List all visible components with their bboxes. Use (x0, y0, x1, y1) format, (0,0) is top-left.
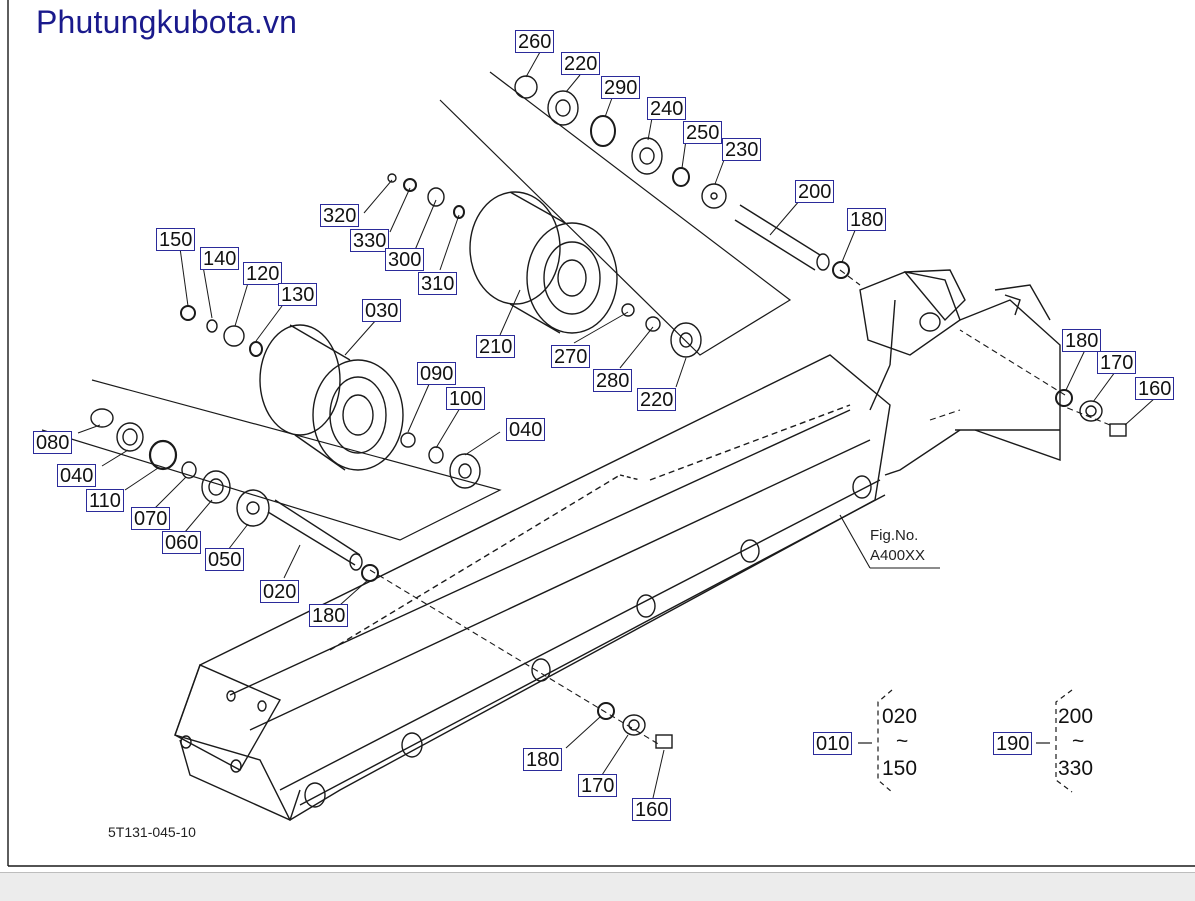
callout-160-bottom[interactable]: 160 (632, 798, 672, 821)
callout-120[interactable]: 120 (243, 262, 283, 285)
track-frame-beam (174, 354, 891, 821)
range-brackets (858, 689, 1073, 793)
callout-300[interactable]: 300 (385, 248, 425, 271)
callout-010[interactable]: 010 (813, 732, 853, 755)
exploded-parts-drawing (7, 0, 1195, 867)
callout-160-right[interactable]: 160 (1135, 377, 1175, 400)
range-190-tilde: ~ (1072, 730, 1085, 753)
callout-330[interactable]: 330 (350, 229, 390, 252)
bottom-hardware (597, 389, 1127, 749)
site-watermark: Phutungkubota.vn (36, 4, 298, 40)
rear-bracket (859, 269, 1061, 476)
callout-180-bottom[interactable]: 180 (523, 748, 563, 771)
callout-140[interactable]: 140 (200, 247, 240, 270)
callout-230[interactable]: 230 (722, 138, 762, 161)
callout-190[interactable]: 190 (993, 732, 1033, 755)
range-010-to: 150 (882, 757, 918, 780)
callout-260[interactable]: 260 (515, 30, 555, 53)
range-010-from: 020 (882, 705, 918, 728)
callout-170-right[interactable]: 170 (1097, 351, 1137, 374)
fig-no-value: A400XX (870, 547, 926, 564)
callout-020[interactable]: 020 (260, 580, 300, 603)
callout-180-right[interactable]: 180 (1062, 329, 1102, 352)
upper-roller-parts (387, 75, 850, 358)
callout-200[interactable]: 200 (795, 180, 835, 203)
figure-code: 5T131-045-10 (108, 824, 196, 840)
lower-roller-parts (90, 305, 481, 582)
range-190-to: 330 (1058, 757, 1094, 780)
bottom-scroll-bar[interactable] (0, 872, 1195, 901)
callout-080[interactable]: 080 (33, 431, 73, 454)
callout-150[interactable]: 150 (156, 228, 196, 251)
callout-090[interactable]: 090 (417, 362, 457, 385)
callout-290[interactable]: 290 (601, 76, 641, 99)
callout-040[interactable]: 040 (506, 418, 546, 441)
figure-number-note: Fig.No. A400XX (870, 526, 925, 566)
frame-holes (180, 475, 872, 808)
callout-320[interactable]: 320 (320, 204, 360, 227)
callout-110[interactable]: 110 (86, 489, 124, 512)
callout-240[interactable]: 240 (647, 97, 687, 120)
callout-070[interactable]: 070 (131, 507, 171, 530)
callout-030[interactable]: 030 (362, 299, 402, 322)
callout-060[interactable]: 060 (162, 531, 202, 554)
callout-180[interactable]: 180 (847, 208, 887, 231)
callout-100[interactable]: 100 (446, 387, 486, 410)
callout-170-bottom[interactable]: 170 (578, 774, 618, 797)
callout-220-lower[interactable]: 220 (637, 388, 677, 411)
callout-220[interactable]: 220 (561, 52, 601, 75)
callout-250[interactable]: 250 (683, 121, 723, 144)
callout-130[interactable]: 130 (278, 283, 318, 306)
callout-280[interactable]: 280 (593, 369, 633, 392)
range-190-from: 200 (1058, 705, 1094, 728)
range-010-tilde: ~ (896, 730, 909, 753)
callout-050[interactable]: 050 (205, 548, 245, 571)
callout-270[interactable]: 270 (551, 345, 591, 368)
fig-no-label: Fig.No. (870, 527, 919, 544)
callout-210[interactable]: 210 (476, 335, 516, 358)
callout-310[interactable]: 310 (418, 272, 458, 295)
callout-180-lower[interactable]: 180 (309, 604, 349, 627)
callout-040-lower[interactable]: 040 (57, 464, 97, 487)
